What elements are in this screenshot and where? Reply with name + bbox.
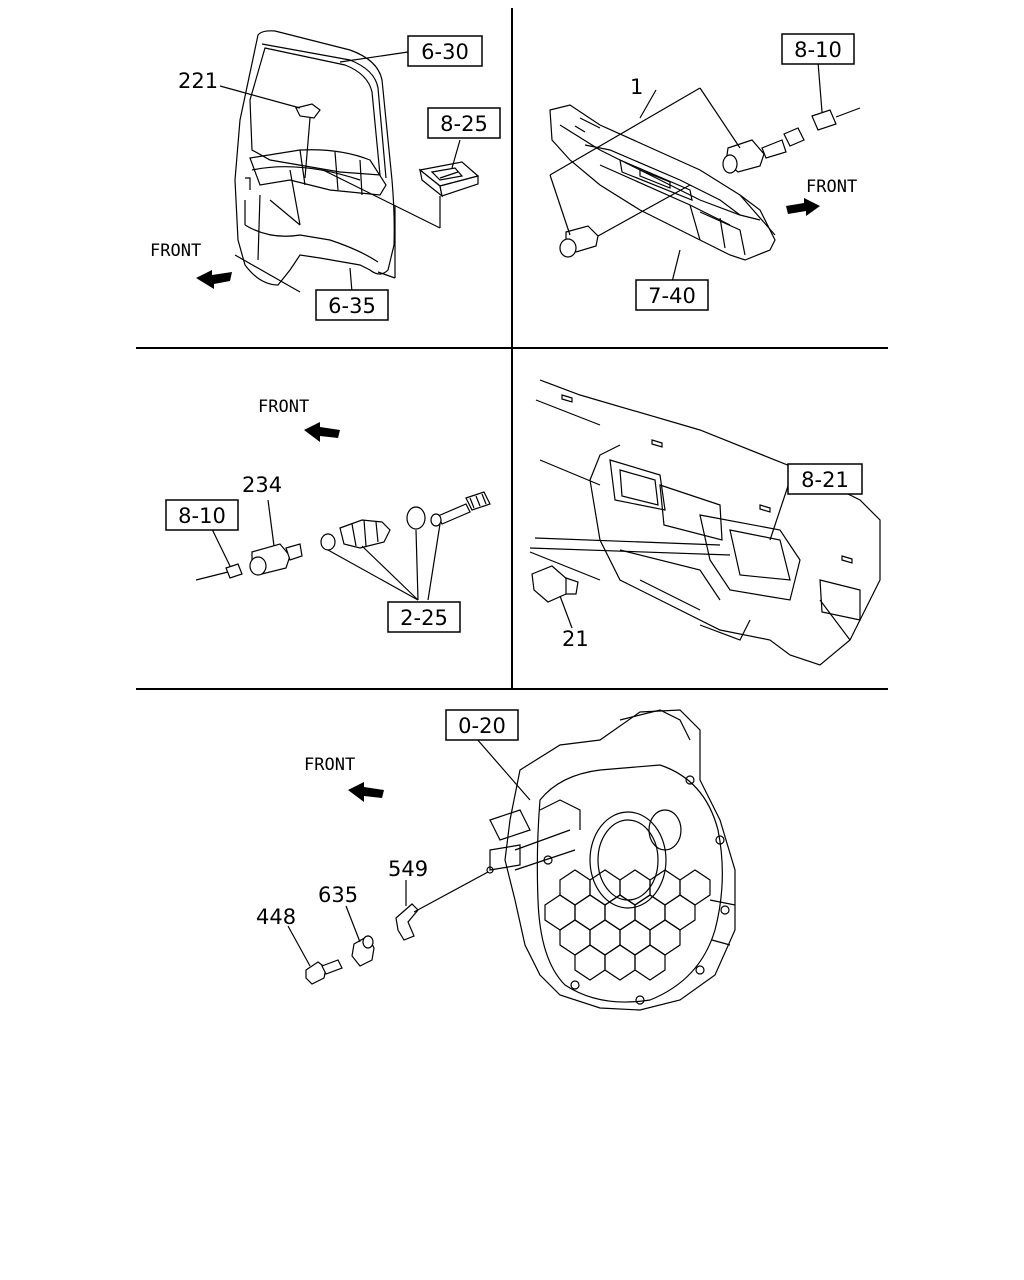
front-arrow-bottom <box>348 782 384 802</box>
switch-panel-illustration <box>549 104 776 261</box>
leader-lines-middle-left <box>209 499 441 601</box>
front-arrow-middle-left <box>304 422 340 442</box>
svg-text:8-25: 8-25 <box>440 112 488 136</box>
ref-label-8-10-top: 8-10 <box>781 33 855 65</box>
svg-text:7-40: 7-40 <box>648 284 696 308</box>
svg-text:0-20: 0-20 <box>458 714 506 738</box>
sensor-bracket-parts <box>305 871 489 985</box>
honeycomb-ribs <box>544 869 711 981</box>
part-number-221: 221 <box>178 69 218 93</box>
ref-label-8-10-middle: 8-10 <box>165 499 239 531</box>
ref-label-8-21: 8-21 <box>787 463 863 495</box>
ref-label-2-25: 2-25 <box>387 601 461 633</box>
leader-lines-bottom <box>287 737 531 967</box>
ref-label-7-40: 7-40 <box>635 279 709 311</box>
switch-8-25 <box>322 139 480 229</box>
part-number-1: 1 <box>630 75 643 99</box>
svg-text:8-10: 8-10 <box>178 504 226 528</box>
svg-text:8-10: 8-10 <box>794 38 842 62</box>
leader-lines-top-left <box>219 51 409 293</box>
ref-label-6-30: 6-30 <box>407 35 483 67</box>
svg-text:2-25: 2-25 <box>400 606 448 630</box>
instrument-panel-illustration <box>529 379 881 666</box>
front-arrow-top-left <box>196 270 232 289</box>
front-label-middle-left: FRONT <box>258 397 309 417</box>
svg-text:6-35: 6-35 <box>328 294 376 318</box>
cab-illustration <box>234 30 396 293</box>
part-number-21: 21 <box>562 627 589 651</box>
part-number-549: 549 <box>388 857 428 881</box>
front-arrow-top-right <box>786 198 820 216</box>
ref-label-8-25: 8-25 <box>427 107 501 139</box>
switch-part-21 <box>531 565 579 629</box>
front-label-top-left: FRONT <box>150 241 201 261</box>
ref-label-6-35: 6-35 <box>315 289 389 321</box>
leader-lines-top-right <box>549 61 823 283</box>
part-number-234: 234 <box>242 473 282 497</box>
part-number-635: 635 <box>318 883 358 907</box>
front-label-top-right: FRONT <box>806 177 857 197</box>
svg-text:8-21: 8-21 <box>801 468 849 492</box>
svg-text:6-30: 6-30 <box>421 40 469 64</box>
part-number-448: 448 <box>256 905 296 929</box>
flywheel-housing-illustration <box>486 709 736 1011</box>
divider-lines <box>136 8 888 690</box>
front-label-bottom: FRONT <box>304 755 355 775</box>
lamp-part-1 <box>559 107 861 258</box>
sensor-assembly-illustration <box>195 491 491 581</box>
ref-label-0-20: 0-20 <box>445 709 519 741</box>
